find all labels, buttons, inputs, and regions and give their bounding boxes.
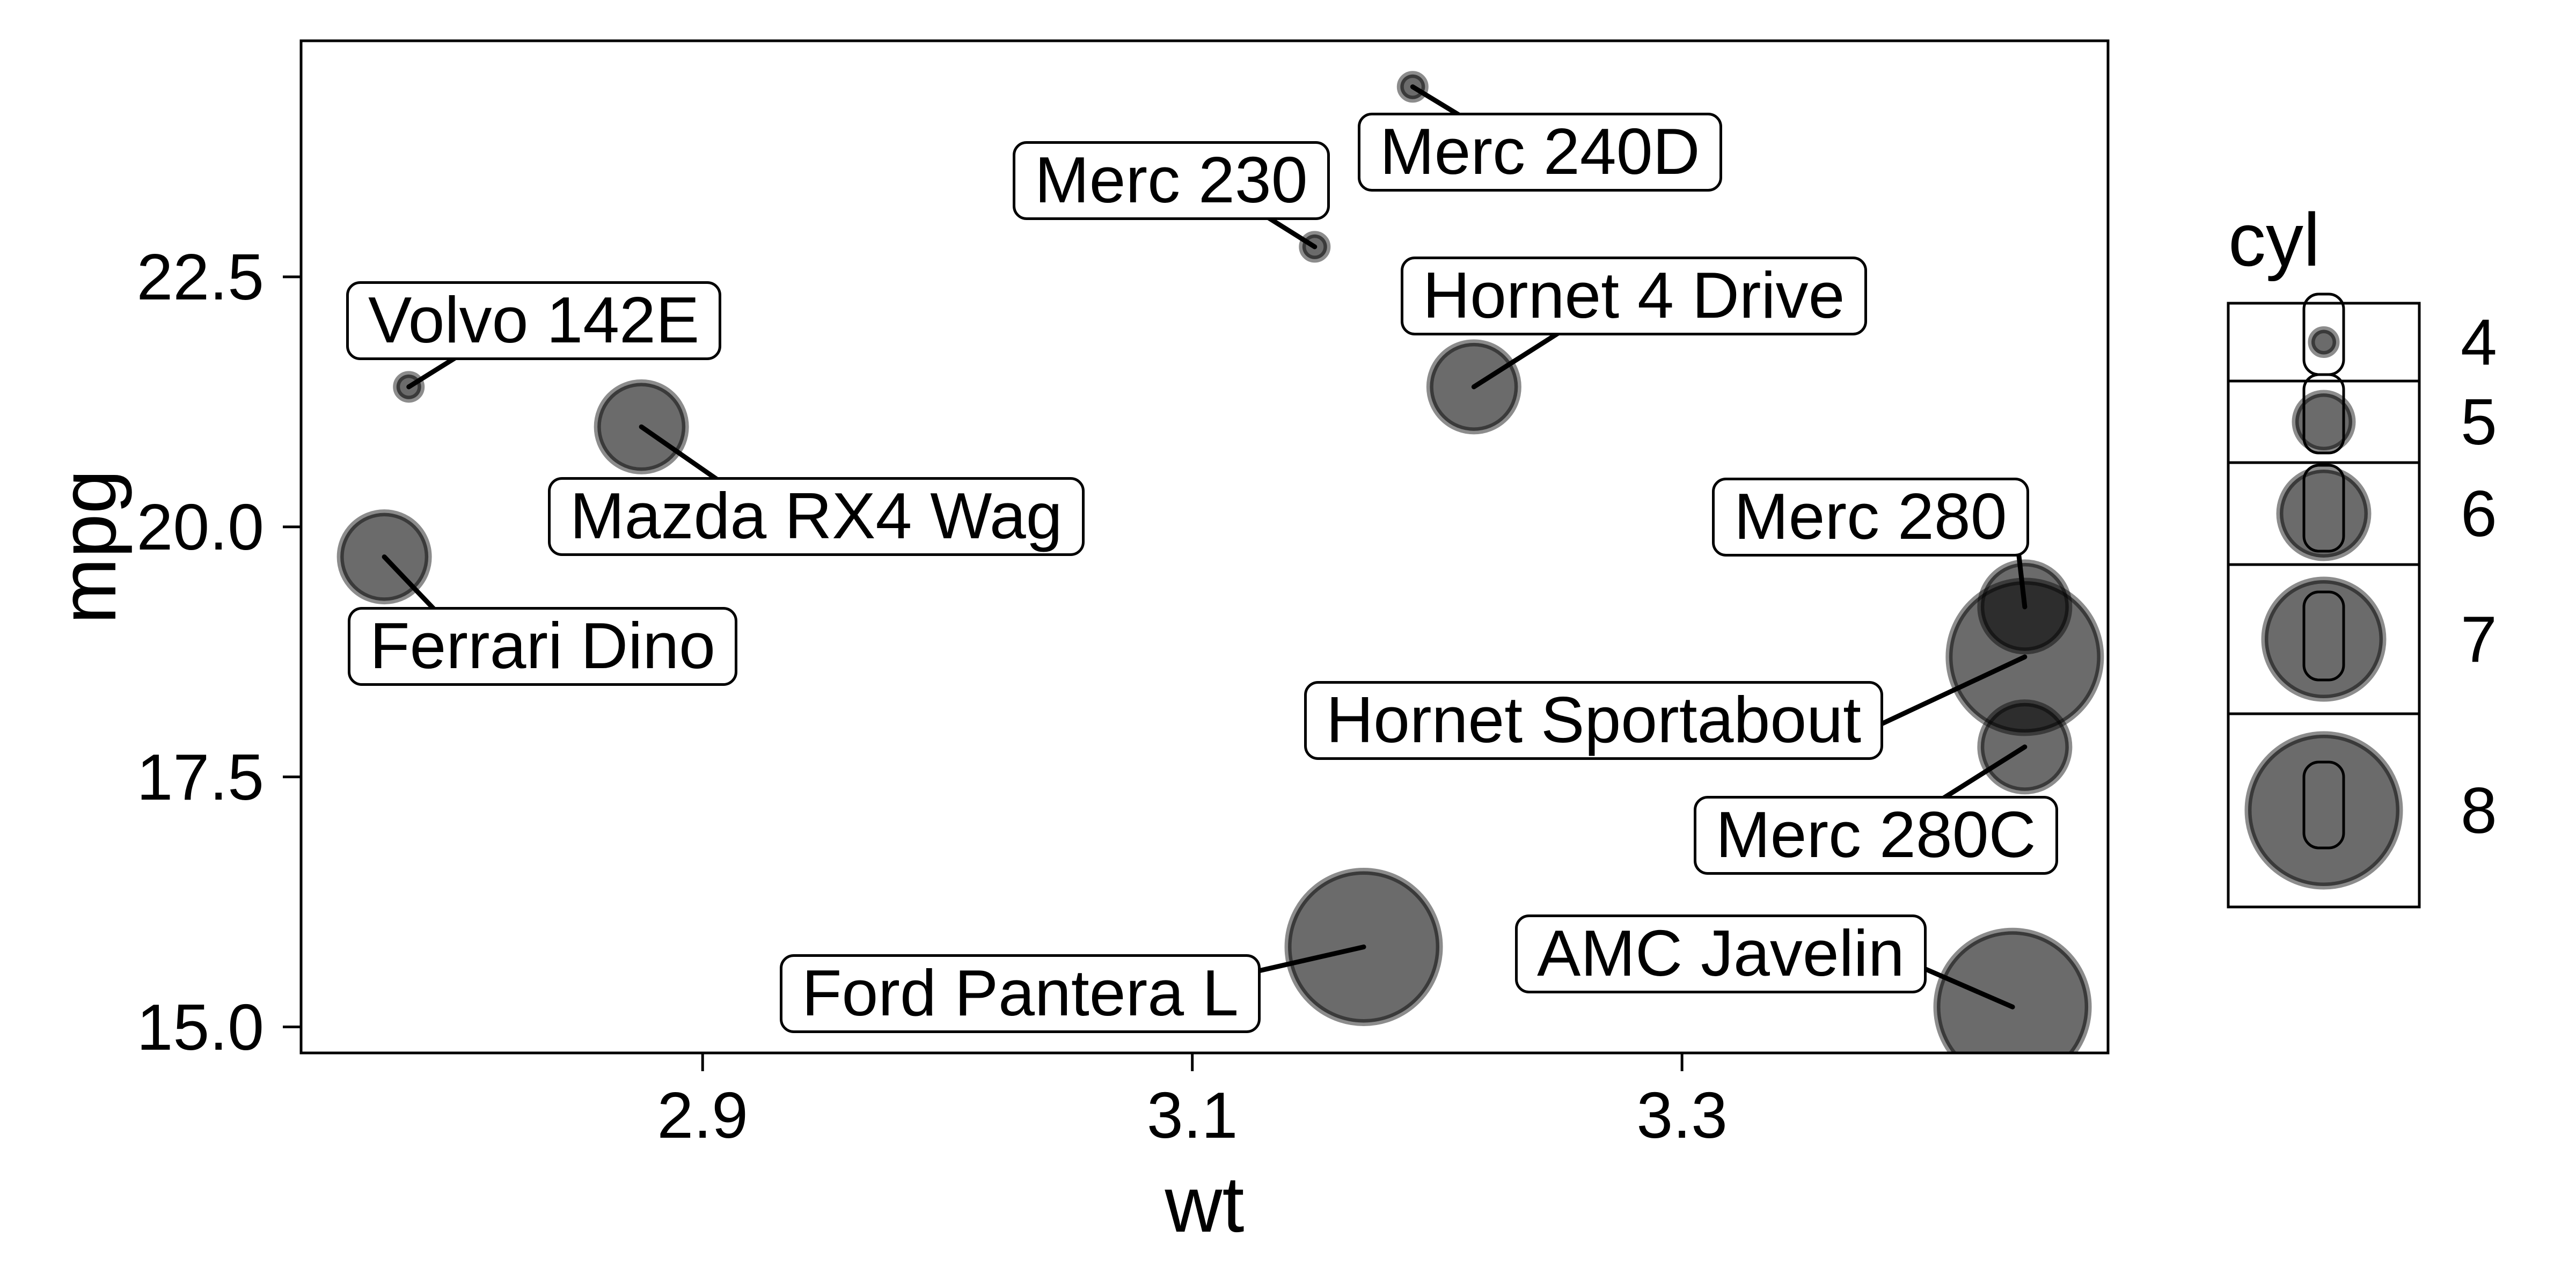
label-hornet-4-drive: Hornet 4 Drive	[1401, 257, 1867, 335]
legend-point-glyph-4	[2308, 326, 2340, 358]
x-tick-label-2.9: 2.9	[657, 1079, 749, 1152]
label-ford-pantera-l: Ford Pantera L	[780, 954, 1261, 1033]
y-tick-label-17.5: 17.5	[136, 740, 264, 814]
legend-label-glyph-8	[2302, 760, 2345, 850]
legend-label-6: 6	[2461, 477, 2497, 550]
y-tick-label-20.0: 20.0	[136, 490, 264, 564]
label-amc-javelin: AMC Javelin	[1515, 914, 1927, 993]
legend-point-glyph-6	[2276, 466, 2372, 561]
legend-point-glyph-7	[2261, 576, 2387, 702]
legend-point-glyph-8	[2244, 731, 2403, 890]
y-axis-title: mpg	[44, 470, 133, 624]
legend-point-glyph-5	[2292, 390, 2356, 454]
y-tick-label-22.5: 22.5	[136, 240, 264, 313]
label-merc-280c: Merc 280C	[1694, 796, 2058, 875]
legend-label-glyph-5	[2302, 373, 2345, 455]
x-tick-label-3.1: 3.1	[1146, 1079, 1238, 1152]
label-hornet-sportabout: Hornet Sportabout	[1304, 681, 1883, 760]
label-volvo-142e: Volvo 142E	[346, 281, 722, 360]
data-point-amc-javelin	[1933, 927, 2092, 1053]
legend-label-5: 5	[2461, 385, 2497, 458]
legend-label-4: 4	[2461, 306, 2497, 379]
label-merc-280: Merc 280	[1712, 478, 2029, 557]
label-merc-240d: Merc 240D	[1358, 113, 1722, 192]
panel-border	[299, 39, 2110, 1055]
y-tick-label-15.0: 15.0	[136, 990, 264, 1064]
label-mazda-rx4-wag: Mazda RX4 Wag	[548, 477, 1085, 556]
label-ferrari-dino: Ferrari Dino	[348, 607, 738, 686]
label-merc-230: Merc 230	[1013, 141, 1330, 220]
legend-label-7: 7	[2461, 603, 2497, 676]
legend-label-8: 8	[2461, 774, 2497, 847]
legend-title: cyl	[2228, 197, 2321, 282]
x-tick-label-3.3: 3.3	[1636, 1079, 1728, 1152]
legend-label-glyph-7	[2302, 590, 2345, 682]
legend-label-glyph-6	[2302, 464, 2345, 553]
x-axis-title: wt	[1165, 1160, 1245, 1249]
leader-line-hornet-sportabout	[1862, 654, 2028, 734]
